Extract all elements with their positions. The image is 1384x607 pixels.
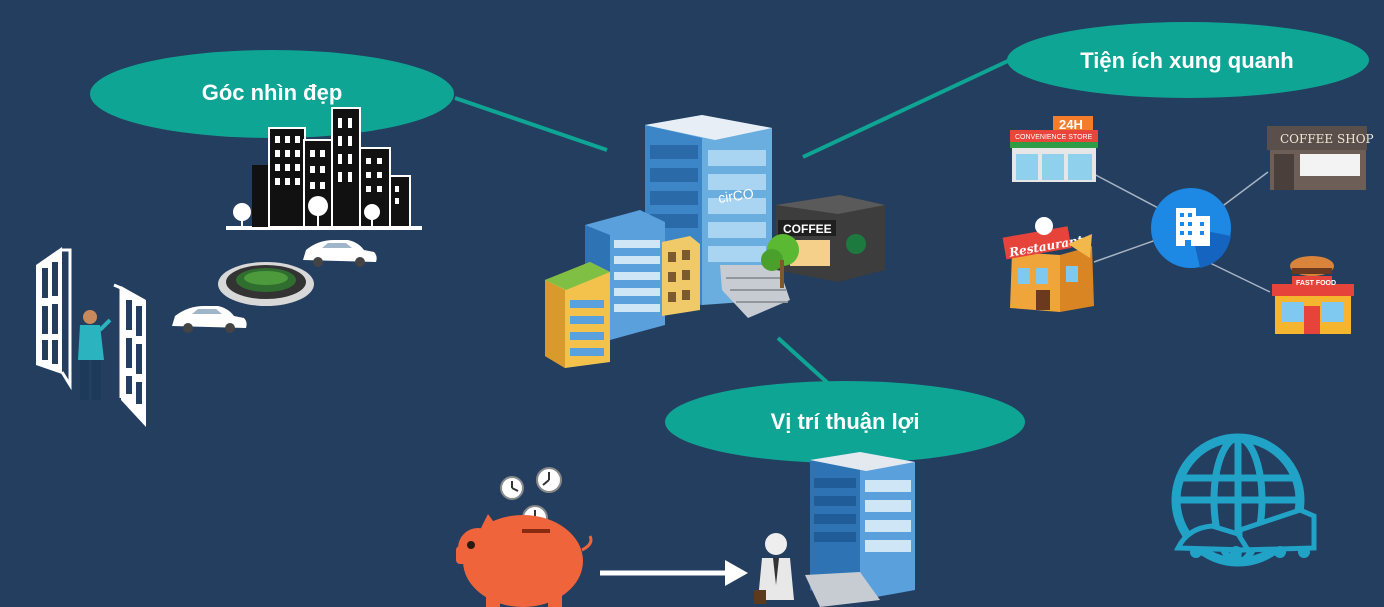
bubble-nearby-amenities	[1007, 22, 1369, 98]
connector-amenities	[802, 58, 1011, 159]
convenience-store-icon: 24H CONVENIENCE STORE	[1010, 116, 1098, 182]
connector-location	[776, 336, 832, 387]
roundabout-icon	[218, 262, 314, 306]
arrow-right-icon	[600, 560, 748, 586]
convenience-hours: 24H	[1059, 117, 1083, 132]
label-nearby-amenities: Tiện ích xung quanh	[1080, 48, 1294, 73]
coffee-shop-sign: COFFEE SHOP	[1280, 132, 1374, 146]
businessman-icon	[754, 533, 794, 604]
window-viewer-icon	[36, 247, 146, 427]
clock-icon	[500, 476, 524, 500]
office-building-icon: cirCO COFFEE	[545, 115, 885, 368]
fast-food-icon: FAST FOOD	[1272, 256, 1354, 334]
label-convenient-location: Vị trí thuận lợi	[770, 409, 920, 434]
fast-food-sign: FAST FOOD	[1296, 280, 1336, 287]
connector-view	[454, 96, 608, 152]
piggy-bank-icon	[456, 514, 593, 607]
bubble-beautiful-view	[90, 50, 454, 138]
office-building-icon	[805, 452, 915, 607]
label-beautiful-view: Góc nhìn đẹp	[201, 80, 343, 105]
convenience-store-sign: CONVENIENCE STORE	[1015, 134, 1093, 141]
hub-building-icon	[1151, 188, 1231, 268]
city-skyline-icon	[226, 107, 422, 230]
main-building-sign: cirCO	[717, 185, 755, 206]
car-icon	[303, 240, 377, 267]
clock-icon	[536, 467, 562, 493]
bubble-convenient-location	[665, 381, 1025, 463]
car-icon	[172, 306, 247, 333]
coffee-shop-icon: COFFEE SHOP	[1267, 126, 1374, 190]
amenity-network-lines	[1089, 171, 1271, 293]
coffee-building-sign: COFFEE	[783, 222, 832, 236]
globe-transport-icon	[1171, 433, 1317, 567]
restaurant-icon: Restaurant	[1002, 217, 1094, 312]
